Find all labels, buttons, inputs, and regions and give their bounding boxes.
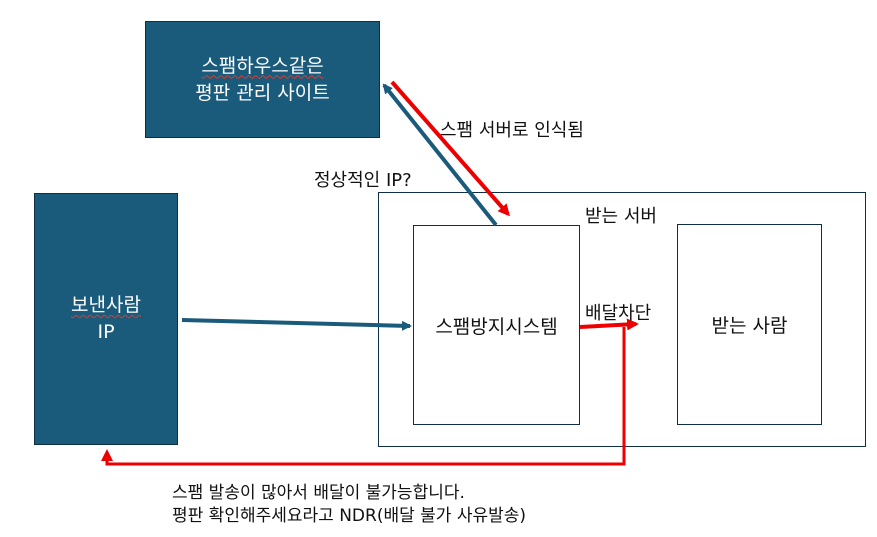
sender-ip-label: IP — [97, 321, 115, 343]
recipient-label: 받는 사람 — [711, 315, 788, 337]
reputation-site-box: 스팸하우스같은 평판 관리 사이트 — [145, 21, 380, 138]
recognized-as-spam-label: 스팸 서버로 인식됨 — [440, 120, 584, 141]
ndr-message-line2: 평판 확인해주세요라고 NDR(배달 불가 사유발송) — [172, 506, 527, 526]
ndr-message-line1: 스팸 발송이 많아서 배달이 불가능합니다. — [172, 483, 465, 503]
recipient-box: 받는 사람 — [677, 224, 822, 425]
receiving-server-title: 받는 서버 — [585, 206, 657, 227]
spam-prevention-system-box: 스팸방지시스템 — [413, 225, 580, 425]
mail-send-arrow — [181, 318, 412, 331]
sender-ip-box: 보낸사람 IP — [34, 193, 178, 445]
sender-label: 보낸사람 — [71, 294, 141, 316]
reputation-site-desc: 평판 관리 사이트 — [195, 81, 330, 104]
reputation-site-name: 스팸하우스같은 — [201, 54, 324, 77]
spam-prevention-system-label: 스팸방지시스템 — [435, 315, 558, 338]
normal-ip-query-label: 정상적인 IP? — [314, 170, 412, 191]
delivery-blocked-label: 배달차단 — [585, 303, 652, 324]
